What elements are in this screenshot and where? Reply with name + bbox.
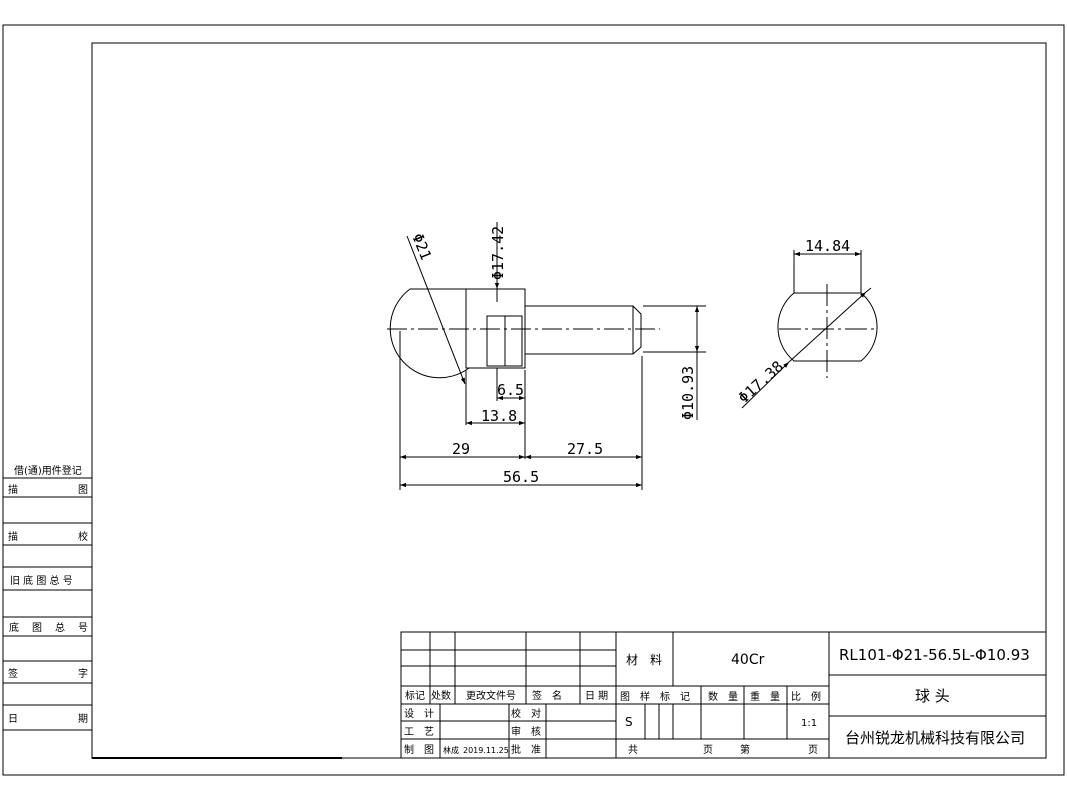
side-date-b: 期 [78,713,88,725]
side-base-no-3: 总 [55,621,65,634]
dim-flat-width: 14.84 [805,237,850,255]
tb-drawn-by: 林成 [443,745,459,755]
tb-part-name: 球 头 [915,687,950,705]
dim-end-dia: Φ17.38 [735,357,787,407]
dim-shoulder-dia: Φ17.42 [489,226,507,280]
tb-total: 共 [628,744,638,756]
shaft-outline [525,305,642,355]
tb-scale: 1:1 [801,718,817,729]
tb-rev-doc: 更改文件号 [466,689,516,702]
tb-proofread: 校 对 [511,707,541,720]
ball-head-outline [389,288,470,379]
tb-rev-count: 处数 [431,689,451,702]
tb-review: 审 核 [511,725,541,738]
tb-rev-sign: 签 名 [532,689,562,702]
tb-rev-mark: 标记 [405,690,425,702]
dim-sphere-dia: Φ21 [408,231,435,263]
dim-line-sphere [406,235,466,385]
dim-13-8: 13.8 [481,407,517,425]
side-base-no-1: 底 [9,621,19,634]
side-trace-a: 描 [8,483,18,496]
tb-drawn: 制 图 [404,743,434,756]
title-block [400,631,1047,759]
end-view [741,250,878,409]
tb-rev-date: 日 期 [585,690,608,702]
side-base-no-2: 图 [32,622,42,634]
dim-27-5: 27.5 [567,440,603,458]
tb-design: 设 计 [404,707,434,720]
dim-6-5: 6.5 [497,381,524,399]
front-view [387,222,706,490]
tb-drawn-date: 2019.11.25 [463,746,509,755]
front-dimension-lines [400,227,700,488]
side-panel [3,477,92,731]
tb-material-label: 材 料 [626,653,662,667]
side-signature-a: 签 [8,667,18,680]
side-old-base-no: 旧 底 图 总 号 [10,574,73,587]
side-borrowed-register: 借(通)用件登记 [14,464,82,477]
side-date-a: 日 [8,714,18,725]
tb-sheet-no: 第 [740,743,750,756]
tb-stage: S [625,715,633,729]
tb-sheets: 页 [703,744,713,756]
tb-scale-label: 比 例 [791,690,821,703]
tb-company: 台州锐龙机械科技有限公司 [845,729,1025,747]
tb-material: 40Cr [731,652,765,668]
dim-29: 29 [452,440,470,458]
tb-approve: 批 准 [511,743,541,756]
tb-part-no: RL101-Φ21-56.5L-Φ10.93 [839,646,1030,664]
side-trace-check-a: 描 [8,530,18,543]
side-signature-b: 字 [78,667,88,680]
tb-qty-label: 数 量 [708,690,738,703]
side-base-no-4: 号 [78,622,88,634]
tb-weight-label: 重 量 [750,690,780,703]
side-trace-b: 图 [78,484,88,496]
tb-process: 工 艺 [404,726,434,738]
dim-line-end-dia [741,361,790,409]
dim-shaft-dia: Φ10.93 [679,366,697,420]
outer-border [2,24,1065,776]
tb-stage-label: 图 样 标 记 [620,690,690,703]
dim-56-5: 56.5 [503,468,539,486]
tb-page: 页 [808,744,818,756]
end-view-outline [777,292,878,362]
side-trace-check-b: 校 [78,530,88,543]
